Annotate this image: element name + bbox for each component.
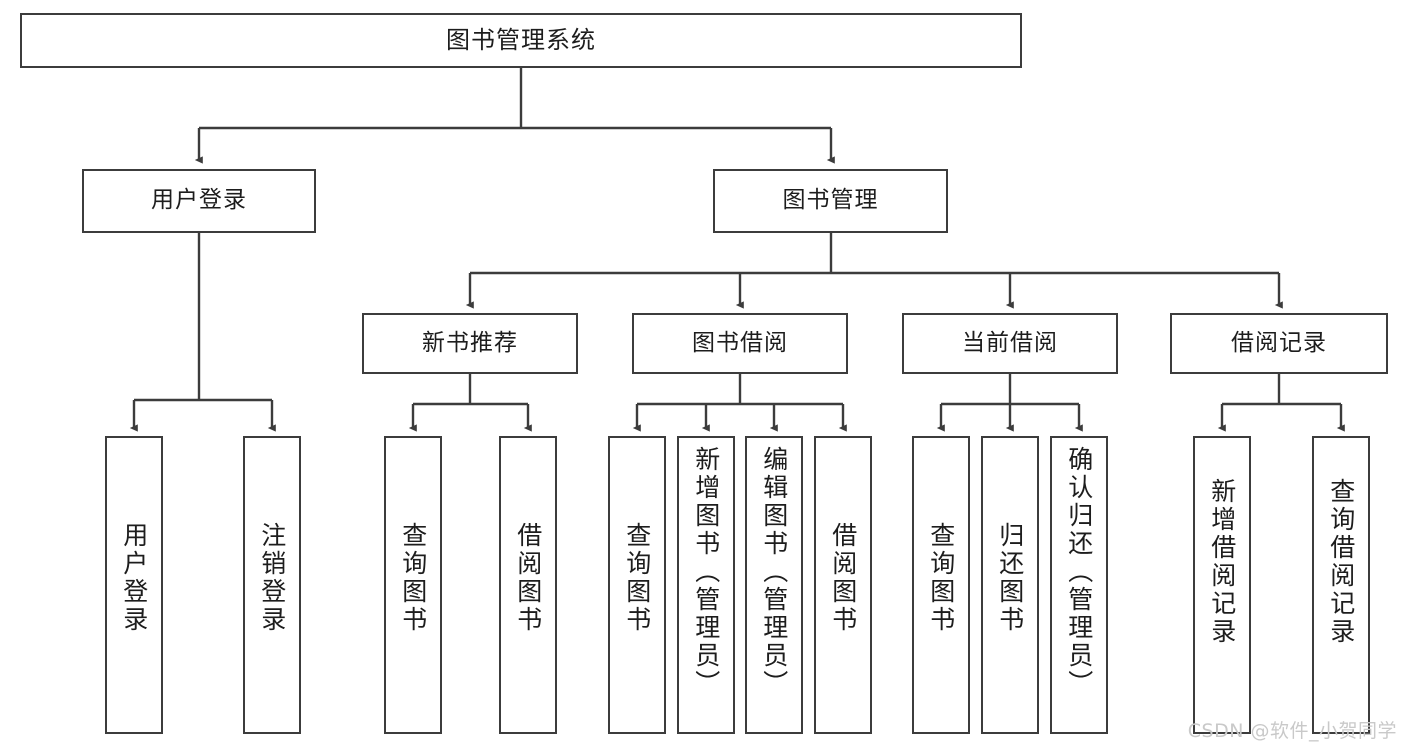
leaf-query-book-current[interactable]: 查询图书 <box>912 436 970 734</box>
leaf-label: 查询图书 <box>622 522 652 634</box>
leaf-label: 确认归还（管理员） <box>1064 446 1094 698</box>
leaf-add-borrow-record[interactable]: 新增借阅记录 <box>1193 436 1251 734</box>
leaf-borrow-book-recommend[interactable]: 借阅图书 <box>499 436 557 734</box>
node-new-book-recommend[interactable]: 新书推荐 <box>362 313 578 374</box>
leaf-confirm-return-admin[interactable]: 确认归还（管理员） <box>1050 436 1108 734</box>
leaf-query-book-borrow[interactable]: 查询图书 <box>608 436 666 734</box>
leaf-label: 用户登录 <box>119 522 149 634</box>
leaf-user-login[interactable]: 用户登录 <box>105 436 163 734</box>
leaf-label: 编辑图书（管理员） <box>759 446 789 698</box>
leaf-label: 借阅图书 <box>513 522 543 634</box>
leaf-label: 新增借阅记录 <box>1207 478 1237 646</box>
leaf-label: 查询图书 <box>398 522 428 634</box>
node-borrow-records[interactable]: 借阅记录 <box>1170 313 1388 374</box>
leaf-label: 新增图书（管理员） <box>691 446 721 698</box>
node-user-login[interactable]: 用户登录 <box>82 169 316 233</box>
leaf-query-borrow-record[interactable]: 查询借阅记录 <box>1312 436 1370 734</box>
csdn-watermark: CSDN @软件_小贺同学 <box>1187 720 1397 742</box>
leaf-label: 查询借阅记录 <box>1326 478 1356 646</box>
leaf-label: 查询图书 <box>926 522 956 634</box>
leaf-edit-book-admin[interactable]: 编辑图书（管理员） <box>745 436 803 734</box>
leaf-label: 归还图书 <box>995 522 1025 634</box>
leaf-add-book-admin[interactable]: 新增图书（管理员） <box>677 436 735 734</box>
leaf-borrow-book[interactable]: 借阅图书 <box>814 436 872 734</box>
node-root-system[interactable]: 图书管理系统 <box>20 13 1022 68</box>
leaf-label: 注销登录 <box>257 522 287 634</box>
leaf-label: 借阅图书 <box>828 522 858 634</box>
node-book-management[interactable]: 图书管理 <box>713 169 948 233</box>
leaf-logout-login[interactable]: 注销登录 <box>243 436 301 734</box>
node-book-borrow[interactable]: 图书借阅 <box>632 313 848 374</box>
leaf-query-book-recommend[interactable]: 查询图书 <box>384 436 442 734</box>
node-current-borrow[interactable]: 当前借阅 <box>902 313 1118 374</box>
leaf-return-book[interactable]: 归还图书 <box>981 436 1039 734</box>
